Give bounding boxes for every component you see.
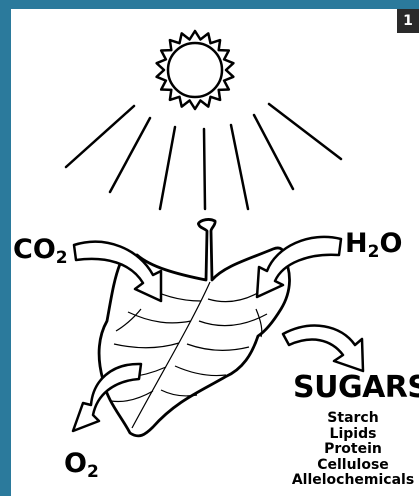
sun-beams	[66, 104, 341, 209]
diagram-panel: 1 CO2 H2O O2 SUGARS Starch Lipids Protei…	[11, 9, 419, 496]
sugars-label: SUGARS	[293, 373, 419, 403]
product-item: Protein	[273, 442, 419, 458]
page-number-badge: 1	[397, 9, 419, 33]
h2o-label: H2O	[345, 230, 402, 261]
products-list: Starch Lipids Protein Cellulose Alleloch…	[273, 411, 419, 489]
arrow-sugars-icon	[283, 326, 363, 371]
product-item: Starch	[273, 411, 419, 427]
product-item: Allelochemicals	[273, 473, 419, 489]
co2-label: CO2	[13, 236, 68, 267]
arrow-o2-icon	[73, 364, 141, 431]
product-item: Cellulose	[273, 458, 419, 474]
product-item: Lipids	[273, 427, 419, 443]
o2-label: O2	[64, 450, 99, 481]
sun-icon	[157, 31, 234, 109]
arrow-h2o-icon	[257, 237, 341, 297]
